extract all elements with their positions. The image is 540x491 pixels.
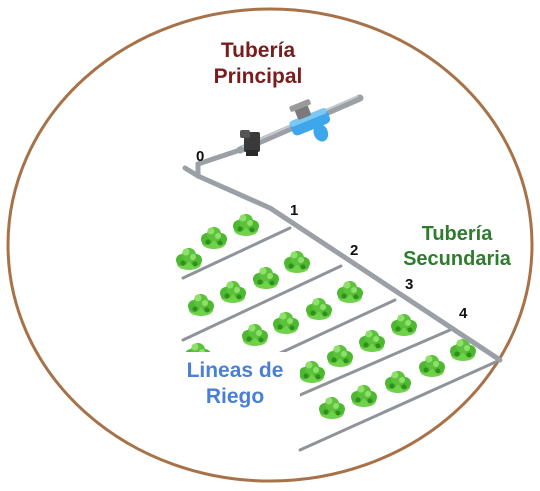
secondary-pipe-label-line2: Secundaria <box>403 248 511 270</box>
field-area <box>176 214 502 452</box>
drip-lines-label: Lineas de Riego <box>172 358 298 411</box>
main-pipe-label: Tubería Principal <box>196 38 320 91</box>
drip-lines-label-line2: Riego <box>205 385 265 409</box>
point-label: 4 <box>459 305 468 322</box>
drip-line <box>181 264 343 342</box>
frame-oval <box>6 7 534 483</box>
secondary-pipe <box>182 165 503 363</box>
pipe-elbow-icon <box>240 130 260 156</box>
main-pipe-label-line2: Principal <box>213 65 303 89</box>
drip-line <box>181 226 292 280</box>
drip-lines-label-line1: Lineas de <box>186 359 284 382</box>
point-label: 2 <box>350 242 359 259</box>
label-backdrop <box>176 352 300 424</box>
point-label: 0 <box>196 148 205 165</box>
point-label: 3 <box>405 276 414 293</box>
point-label: 1 <box>290 202 299 219</box>
valve-icon <box>289 99 331 142</box>
pipe-riser <box>195 147 243 179</box>
secondary-pipe-label-line1: Tubería <box>421 223 493 245</box>
main-pipe-label-line1: Tubería <box>220 39 296 62</box>
secondary-pipe-label: Tubería Secundaria <box>384 222 530 272</box>
drip-line <box>298 328 452 397</box>
drip-line <box>298 358 502 452</box>
